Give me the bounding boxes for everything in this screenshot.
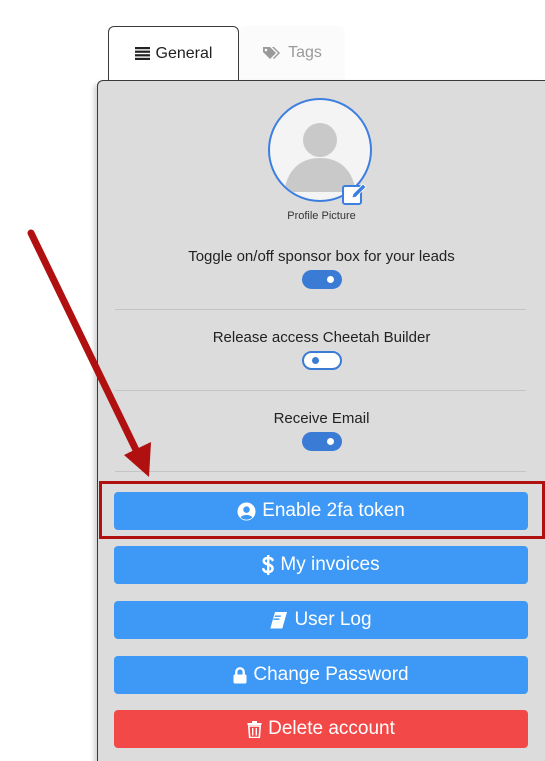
tab-tags[interactable]: Tags (239, 26, 345, 80)
tab-bar: General Tags (108, 26, 348, 80)
enable-2fa-button[interactable]: Enable 2fa token (114, 492, 528, 530)
profile-picture-label: Profile Picture (287, 210, 356, 222)
user-log-button[interactable]: User Log (114, 601, 528, 639)
divider (115, 390, 526, 391)
tab-tags-label: Tags (288, 44, 322, 61)
lock-icon (233, 666, 247, 683)
change-password-label: Change Password (253, 664, 409, 685)
delete-account-button[interactable]: Delete account (114, 710, 528, 748)
toggle-knob (327, 276, 334, 283)
tab-general-label: General (155, 44, 213, 62)
profile-picture[interactable] (268, 98, 372, 202)
sponsor-box-toggle[interactable] (302, 270, 342, 289)
book-icon (270, 611, 288, 628)
sponsor-box-label: Toggle on/off sponsor box for your leads (188, 248, 455, 265)
my-invoices-button[interactable]: My invoices (114, 546, 528, 584)
tab-general[interactable]: General (108, 26, 239, 80)
enable-2fa-label: Enable 2fa token (262, 500, 405, 521)
divider (115, 471, 526, 472)
dollar-icon (262, 555, 275, 575)
user-circle-icon (237, 501, 256, 521)
receive-email-label: Receive Email (273, 410, 370, 427)
user-silhouette-icon (284, 123, 356, 192)
highlight-box (99, 481, 545, 539)
settings-panel: Profile Picture Toggle on/off sponsor bo… (97, 80, 545, 761)
toggle-knob (327, 438, 334, 445)
cheetah-builder-label: Release access Cheetah Builder (212, 329, 431, 346)
my-invoices-label: My invoices (280, 554, 380, 575)
edit-pencil-icon[interactable] (341, 181, 369, 207)
receive-email-toggle[interactable] (302, 432, 342, 451)
trash-icon (247, 720, 262, 738)
user-log-label: User Log (294, 609, 372, 630)
list-icon (134, 47, 150, 60)
cheetah-builder-toggle[interactable] (302, 351, 342, 370)
divider (115, 309, 526, 310)
tags-icon (263, 47, 281, 59)
change-password-button[interactable]: Change Password (114, 656, 528, 694)
delete-account-label: Delete account (268, 718, 395, 739)
toggle-knob (312, 357, 319, 364)
